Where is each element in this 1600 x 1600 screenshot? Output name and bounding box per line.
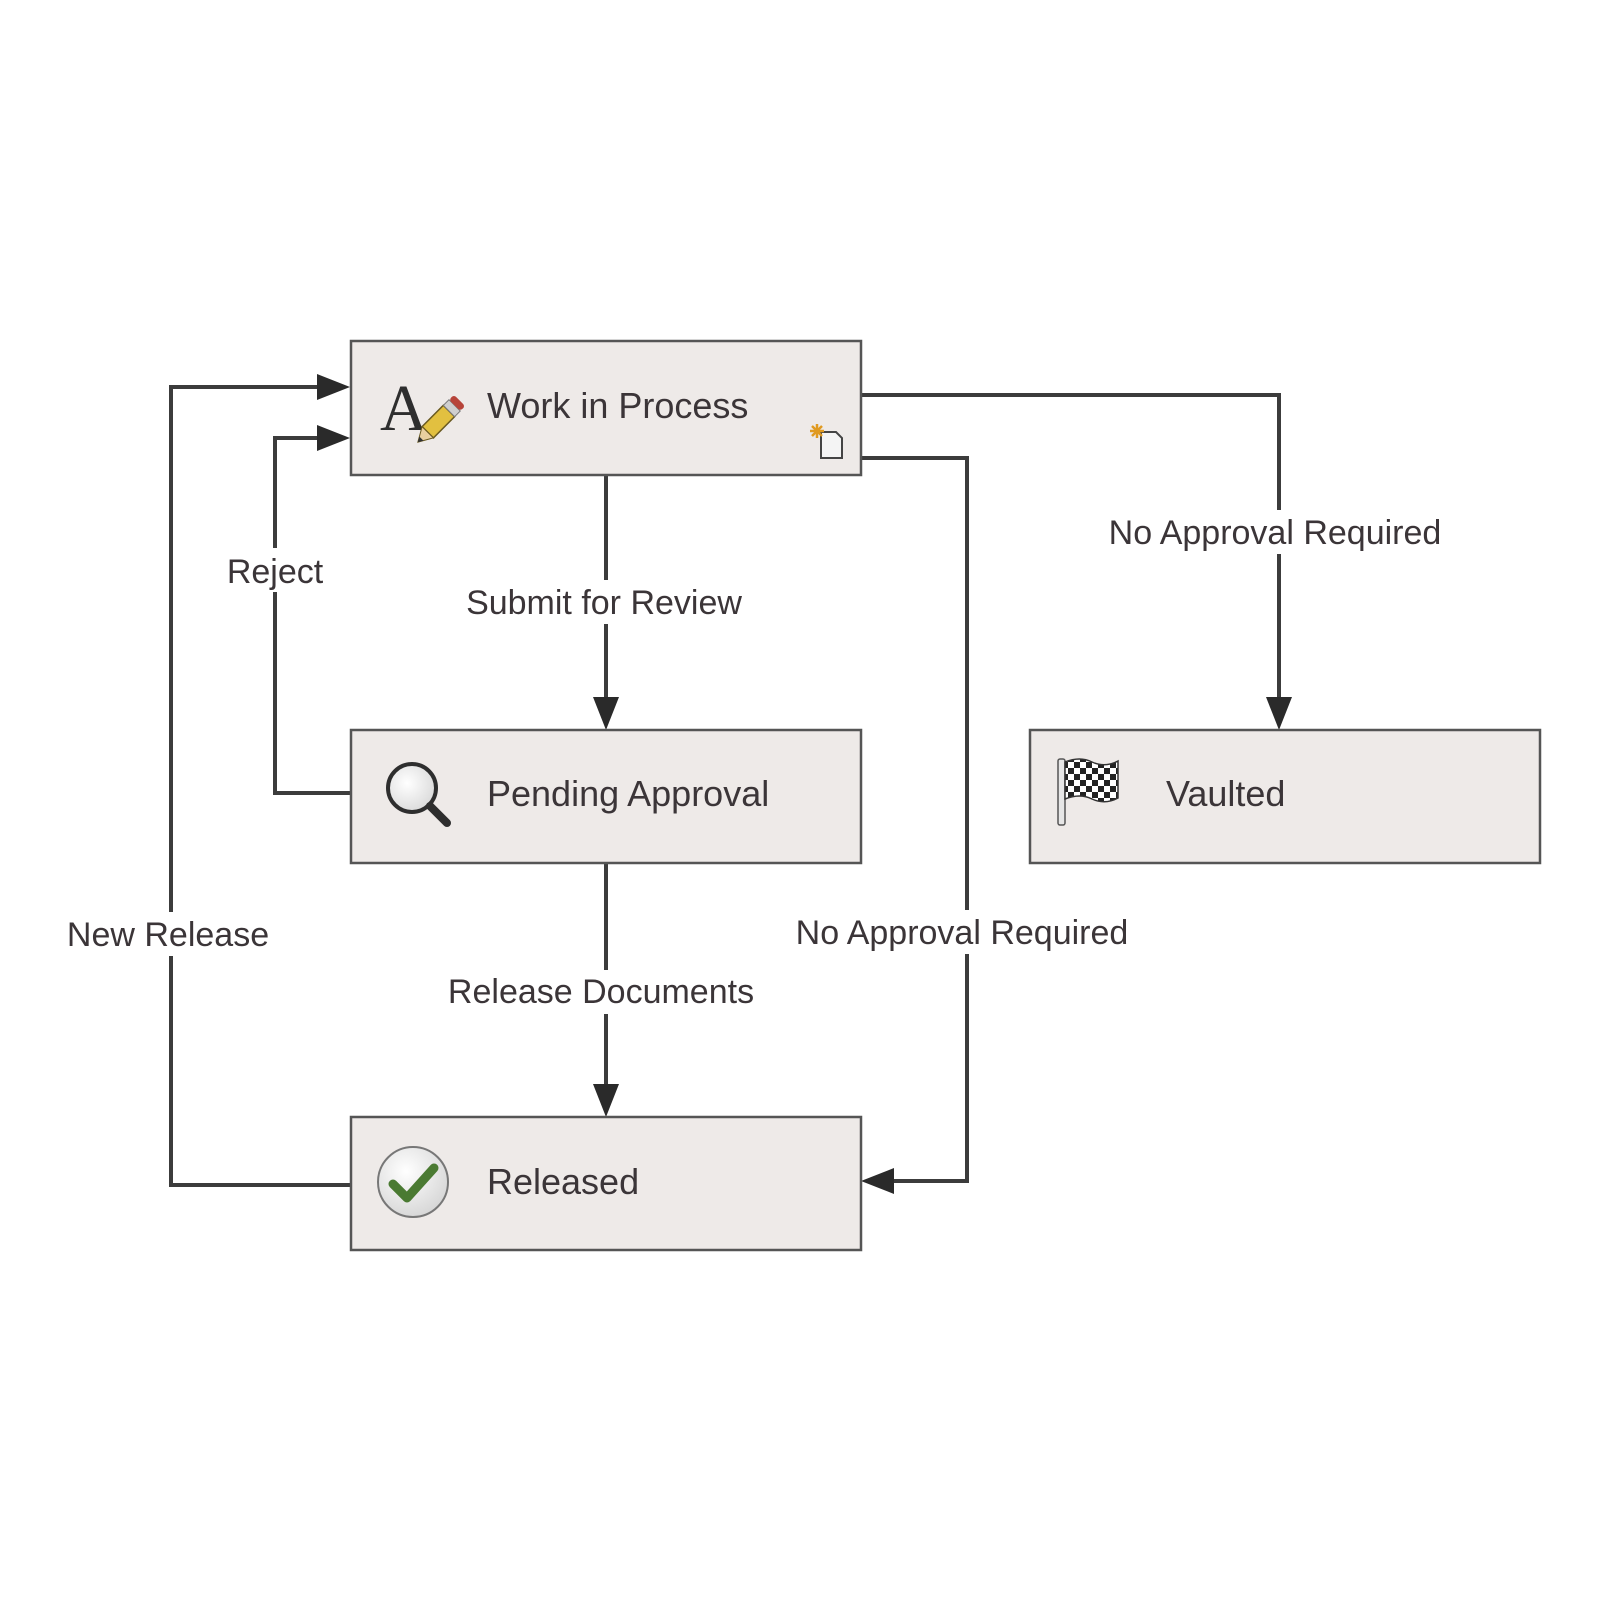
edge-reject-line (273, 436, 350, 795)
state-label: Work in Process (487, 385, 748, 426)
edge-label-group-new-release: New Release (60, 912, 280, 956)
edge-no-approval-to-released[interactable] (861, 456, 969, 1194)
edge-label-no-approval-released: No Approval Required (796, 914, 1129, 952)
checkmark-circle-icon (377, 1146, 449, 1218)
edge-label-group-submit: Submit for Review (452, 580, 760, 624)
state-label: Pending Approval (487, 773, 769, 814)
checkered-flag-icon (1057, 758, 1119, 826)
edge-no-approval-released-line (861, 456, 969, 1183)
edge-no-approval-vaulted-arrowhead (1266, 697, 1292, 730)
edge-label-group-release-docs: Release Documents (436, 970, 770, 1014)
edge-no-approval-vaulted-line (861, 393, 1281, 700)
edge-label-release-documents: Release Documents (448, 973, 754, 1011)
magnifier-icon (386, 762, 451, 827)
state-box (349, 339, 863, 477)
edge-submit-arrowhead (593, 697, 619, 730)
edge-label-no-approval-vaulted: No Approval Required (1109, 514, 1442, 552)
edge-release-docs-arrowhead (593, 1084, 619, 1117)
edge-label-group-reject: Reject (220, 548, 330, 592)
edge-label-group-no-approval-released: No Approval Required (783, 910, 1139, 954)
edge-label-new-release: New Release (67, 916, 269, 954)
edge-no-approval-released-arrowhead (861, 1168, 894, 1194)
edge-label-reject: Reject (227, 553, 324, 591)
edge-new-release-arrowhead (317, 374, 350, 400)
edge-new-release[interactable] (169, 374, 350, 1187)
edge-label-submit-for-review: Submit for Review (466, 584, 742, 622)
edge-no-approval-to-vaulted[interactable] (861, 393, 1292, 730)
state-work-in-process[interactable]: A Work in Process (349, 339, 863, 477)
state-released[interactable]: Released (349, 1115, 863, 1252)
state-vaulted[interactable]: Vaulted (1028, 728, 1542, 865)
text-edit-pencil-icon: A (380, 372, 464, 445)
state-label: Vaulted (1166, 773, 1285, 814)
edge-new-release-line (169, 385, 350, 1187)
edge-label-group-no-approval-vaulted: No Approval Required (1098, 510, 1450, 554)
edge-reject-arrowhead (317, 425, 350, 451)
new-document-icon (810, 424, 843, 459)
edge-reject[interactable] (273, 425, 350, 795)
state-pending-approval[interactable]: Pending Approval (349, 728, 863, 865)
state-label: Released (487, 1161, 639, 1202)
